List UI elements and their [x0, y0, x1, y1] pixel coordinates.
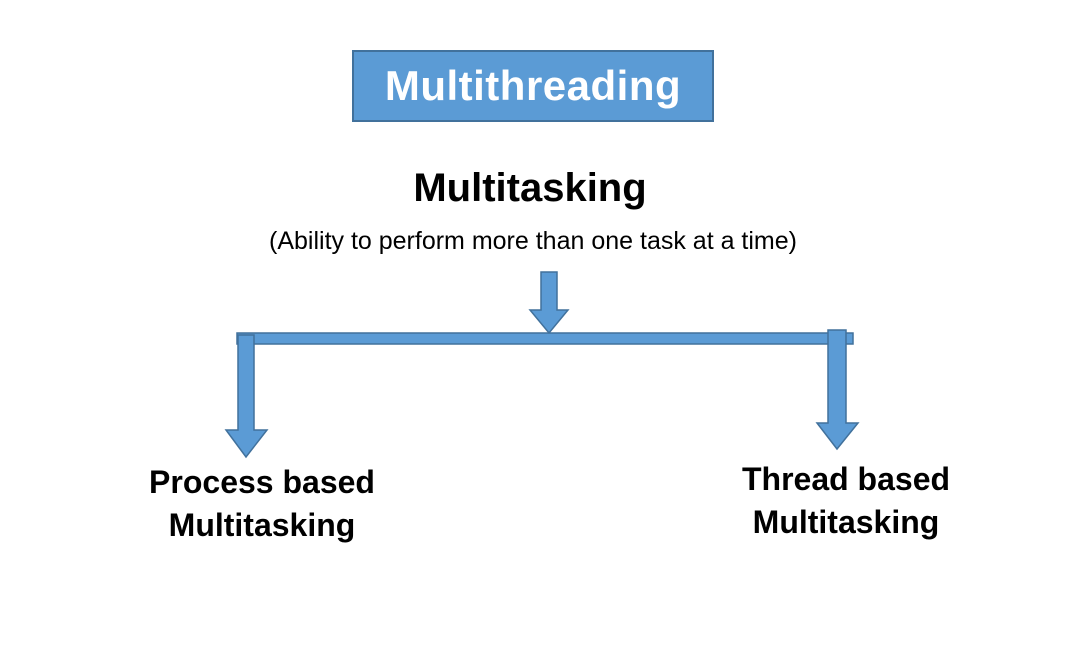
- right-branch-down-arrow-icon: [815, 329, 860, 451]
- branch-connector-bar: [236, 332, 854, 345]
- thread-based-label-line2: Multitasking: [752, 504, 940, 540]
- multitasking-heading: Multitasking: [413, 166, 647, 210]
- thread-based-label-line1: Thread based: [741, 461, 951, 497]
- diagram-title: Multithreading: [384, 62, 682, 109]
- process-based-label-line2: Multitasking: [168, 507, 356, 543]
- thread-based-label: Thread based Multitasking: [666, 458, 1026, 544]
- multitasking-subtitle: (Ability to perform more than one task a…: [269, 227, 797, 255]
- process-based-label-line1: Process based: [149, 464, 375, 500]
- process-based-label: Process based Multitasking: [82, 461, 442, 547]
- center-down-arrow-icon: [528, 271, 570, 335]
- title-box: Multithreading: [352, 50, 714, 122]
- left-branch-down-arrow-icon: [224, 334, 269, 459]
